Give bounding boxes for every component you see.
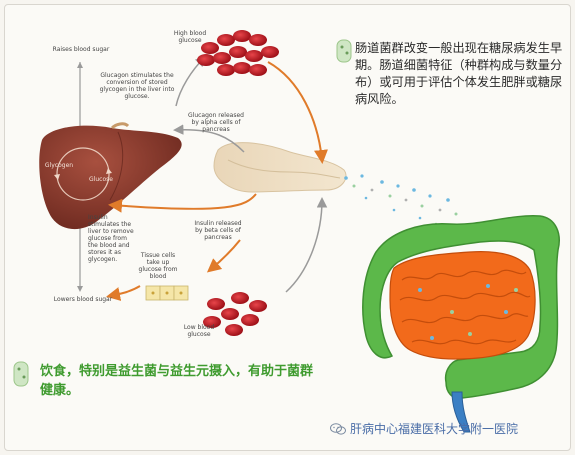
arrow-insulin-to-liver bbox=[108, 193, 257, 213]
high-glucose-blood-cells bbox=[197, 30, 279, 76]
label-lowers-blood-sugar: Lowers blood sugar bbox=[53, 296, 113, 303]
label-raises-blood-sugar: Raises blood sugar bbox=[52, 46, 110, 53]
label-insulin-released: Insulin released by beta cells of pancre… bbox=[194, 220, 242, 241]
arrow-low-to-pancreas bbox=[285, 197, 328, 293]
caption-gut-microbiota: 肠道菌群改变一般出现在糖尿病发生早期。肠道细菌特征（种群构成与数量分布）或可用于… bbox=[355, 41, 563, 106]
label-glycogen: Glycogen bbox=[44, 162, 74, 169]
liver bbox=[39, 122, 182, 230]
intestines bbox=[362, 215, 560, 433]
label-glucagon-stimulates: Glucagon stimulates the conversion of st… bbox=[99, 72, 175, 100]
tissue-cells bbox=[145, 285, 189, 301]
wechat-icon bbox=[330, 422, 346, 435]
molecule-particles bbox=[344, 174, 458, 226]
bacteria-icon-top bbox=[336, 39, 352, 63]
label-insulin-stimulates: Insulin stimulates the liver to remove g… bbox=[88, 214, 134, 263]
caption-diet-probiotics: 饮食，特别是益生菌与益生元摄入，有助于菌群健康。 bbox=[40, 364, 314, 398]
arrow-tissue-to-lowers bbox=[106, 285, 141, 301]
pancreas bbox=[213, 142, 347, 193]
arrow-high-to-pancreas bbox=[267, 61, 328, 164]
watermark-text: 肝病中心福建医科大学附一医院 bbox=[350, 422, 519, 436]
label-tissue-cells: Tissue cells take up glucose from blood bbox=[138, 252, 178, 280]
label-glucagon-released: Glucagon released by alpha cells of panc… bbox=[188, 112, 244, 133]
up-arrowhead bbox=[77, 62, 83, 68]
glycogen-cycle bbox=[56, 147, 110, 201]
down-arrowhead bbox=[77, 286, 83, 292]
arrow-insulin-to-tissue bbox=[206, 239, 241, 273]
label-low-blood-glucose: Low blood glucose bbox=[183, 324, 215, 338]
arrow-glucagon-to-liver bbox=[173, 124, 245, 153]
low-glucose-blood-cells bbox=[203, 292, 267, 336]
bacteria-icon-bottom bbox=[13, 361, 29, 387]
watermark: 肝病中心福建医科大学附一医院 bbox=[330, 420, 518, 437]
label-glucose: Glucose bbox=[89, 176, 113, 183]
label-high-blood-glucose: High blood glucose bbox=[173, 30, 207, 44]
